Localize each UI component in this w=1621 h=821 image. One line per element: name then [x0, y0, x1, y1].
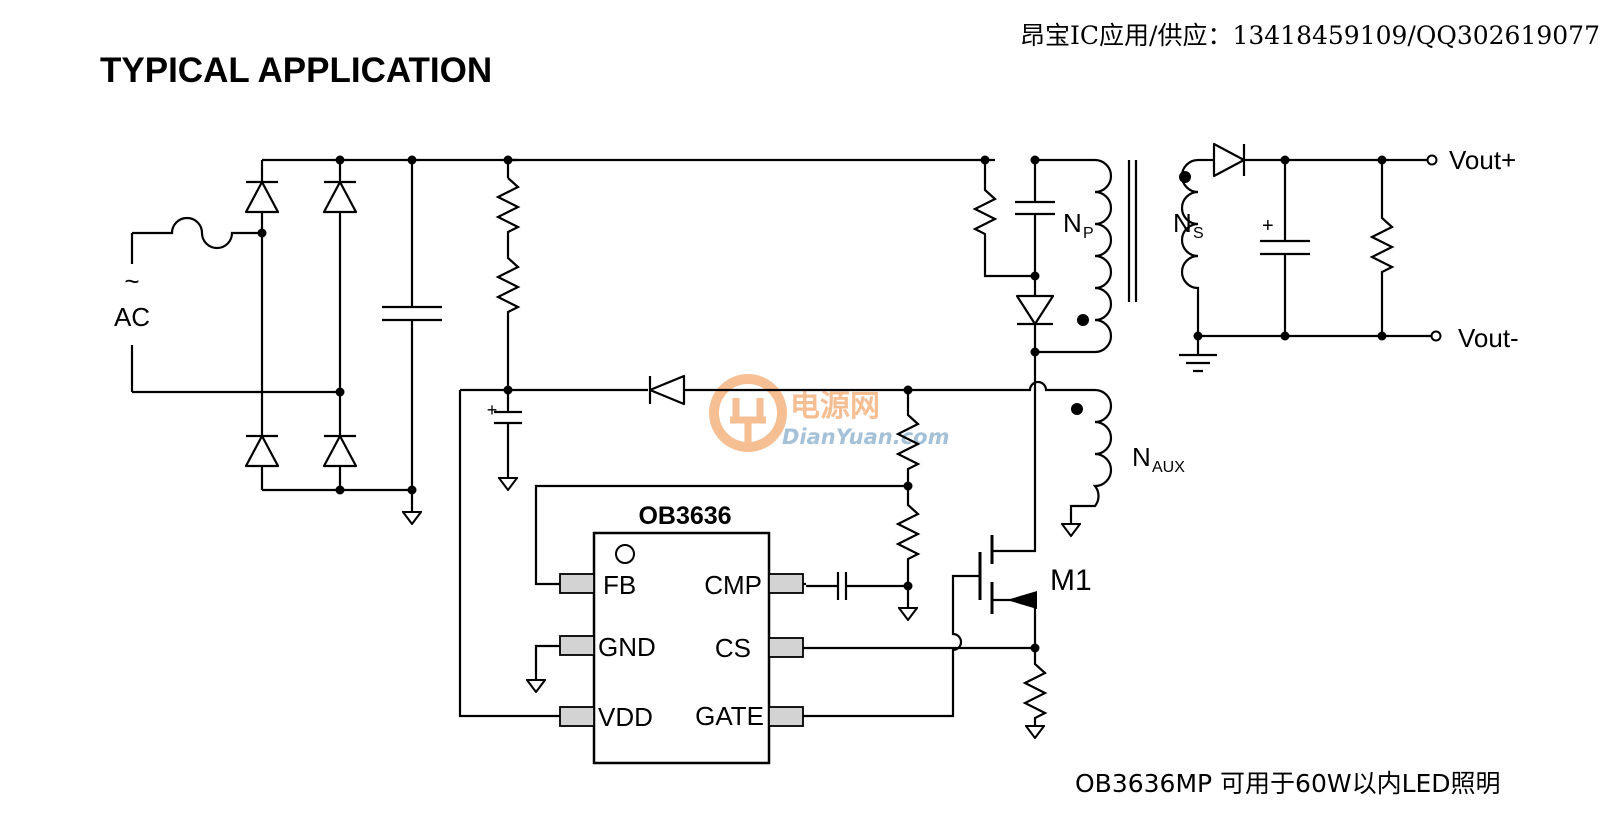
mosfet-m1: M1 [808, 531, 1092, 726]
ns-subscript: S [1193, 225, 1204, 242]
vout-pos-label: Vout+ [1449, 145, 1516, 175]
pin-cmp-label: CMP [704, 570, 762, 600]
pin-vdd-label: VDD [598, 702, 653, 732]
ns-label: N [1173, 208, 1192, 238]
output-diode [1212, 142, 1246, 178]
snubber-resistor [972, 160, 1035, 278]
pin-cs [768, 637, 804, 658]
output-capacitor [1260, 160, 1310, 336]
primary-winding [1035, 158, 1113, 354]
pin-fb [559, 573, 595, 594]
transformer-primary: N P [972, 155, 1138, 531]
output-cap-polarity: + [1262, 215, 1274, 237]
pin-gnd-label: GND [598, 632, 656, 662]
pin1-marker-icon [615, 544, 635, 564]
naux-subscript: AUX [1152, 459, 1185, 476]
feedback-network [534, 390, 921, 608]
secondary-ground-icon [1179, 336, 1217, 373]
ac-input: ~ AC [114, 216, 340, 394]
ac-label: AC [114, 302, 150, 332]
vout-neg-label: Vout- [1458, 323, 1519, 353]
m1-label: M1 [1050, 564, 1092, 597]
pin-cs-label: CS [715, 633, 751, 663]
pin-fb-label: FB [603, 570, 636, 600]
watermark-logo-icon [709, 374, 787, 452]
sense-resistor [808, 646, 1045, 726]
bridge-diode [244, 180, 280, 214]
secondary-winding [1180, 158, 1200, 336]
pin-vdd [559, 706, 595, 727]
ob3636-ic: OB3636 FB GND VDD CMP CS GATE [536, 502, 808, 765]
pin-cmp [768, 573, 804, 594]
compensation-capacitor [806, 572, 908, 600]
load-resistor [1369, 160, 1395, 336]
vdd-cap-polarity: + [487, 400, 498, 420]
watermark-site: DianYuan.com [782, 425, 949, 449]
bridge-rectifier [244, 155, 518, 495]
snubber-capacitor [1015, 160, 1055, 296]
np-label: N [1063, 208, 1082, 238]
ic-body [592, 531, 771, 765]
bulk-capacitor [382, 155, 442, 513]
watermark-logo-text: 电源网 [790, 389, 880, 424]
naux-label: N [1132, 442, 1151, 472]
startup-resistors [495, 158, 995, 390]
np-subscript: P [1083, 225, 1094, 242]
transformer-secondary: N S + Vout+ Vout- [1173, 142, 1519, 373]
ic-name: OB3636 [638, 502, 731, 530]
dianyuan-watermark: 电源网 DianYuan.com [709, 374, 949, 452]
aux-winding: N AUX [1071, 388, 1185, 524]
pin-gnd [559, 635, 595, 656]
supplier-note: 昂宝IC应用/供应：13418459109/QQ302619077 [1020, 21, 1600, 50]
ac-symbol: ~ [124, 266, 139, 296]
fuse [132, 216, 262, 250]
page-title: TYPICAL APPLICATION [100, 51, 492, 90]
snubber-diode [1015, 294, 1055, 326]
bridge-diode [244, 434, 280, 468]
caption: OB3636MP 可用于60W以内LED照明 [1075, 769, 1501, 798]
bridge-diode [322, 434, 358, 468]
aux-diode [648, 374, 686, 406]
pin-gate-label: GATE [695, 701, 764, 731]
transformer-core [1127, 160, 1138, 302]
vdd-capacitor [494, 390, 522, 478]
bridge-diode [322, 180, 358, 214]
pin-gate [768, 706, 804, 727]
